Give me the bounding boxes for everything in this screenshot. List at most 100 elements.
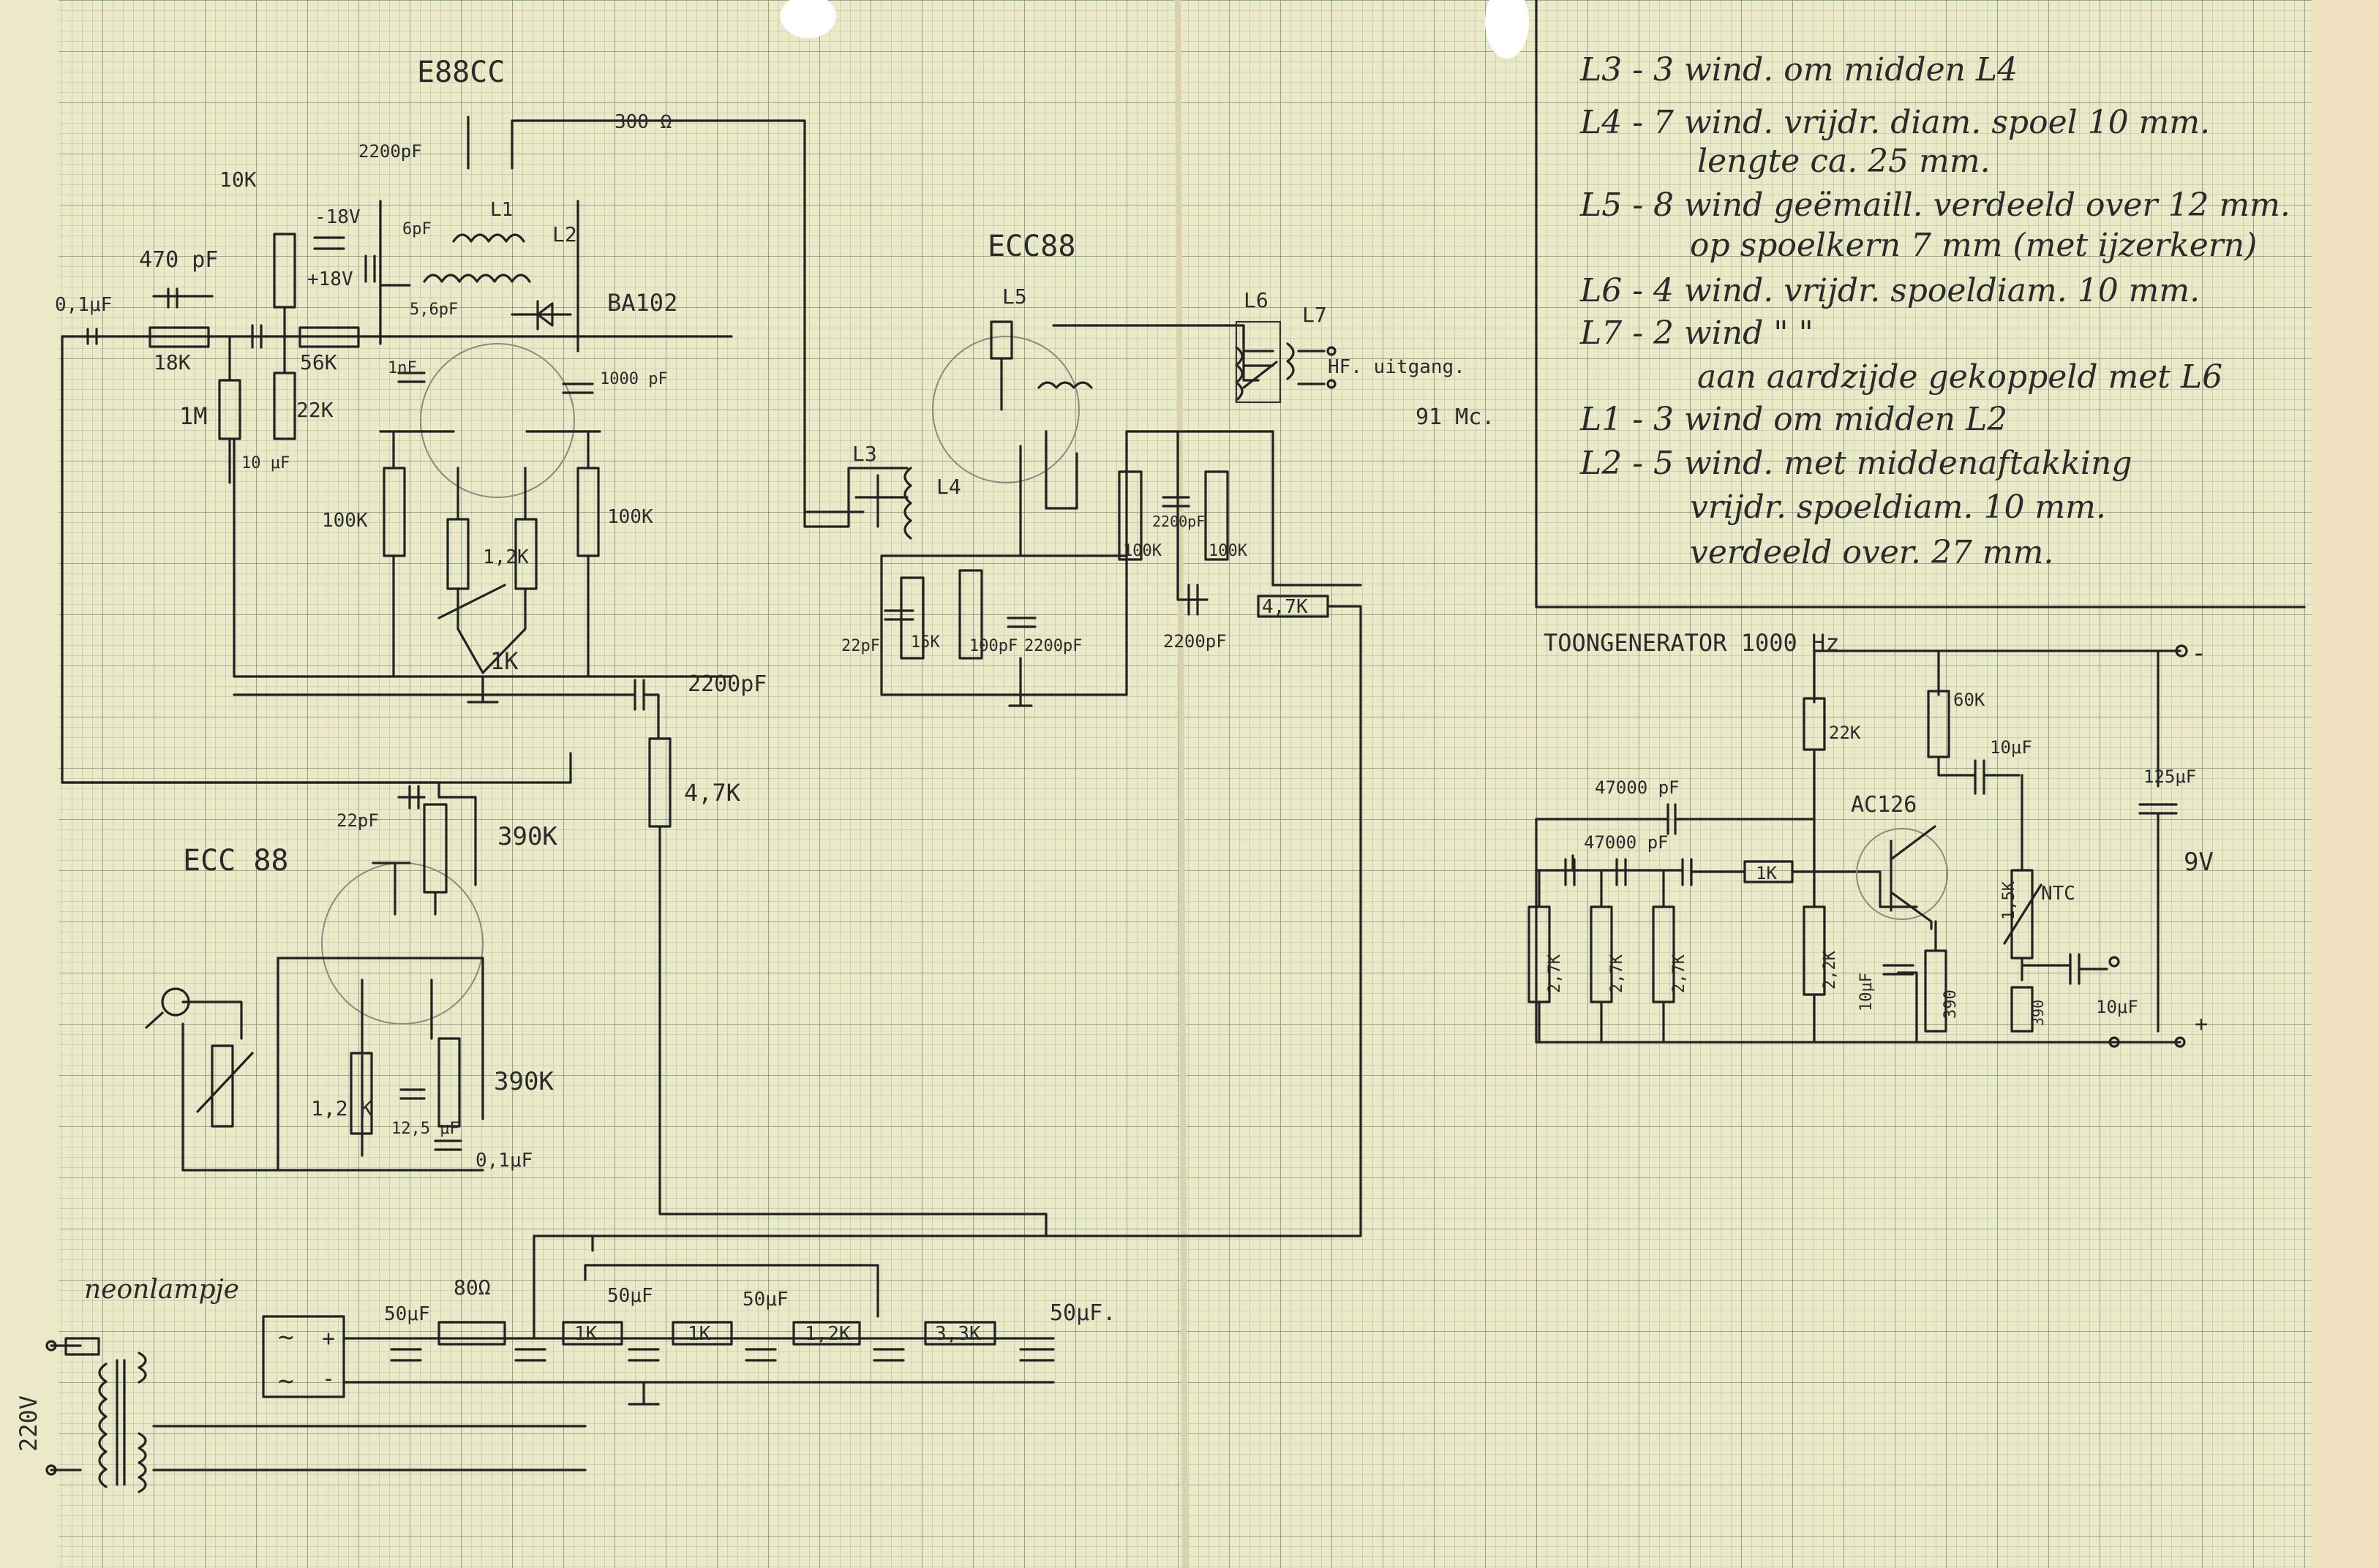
label-r100k-a: 100K bbox=[322, 510, 368, 532]
label-tg-c125uf: 125μF bbox=[2143, 766, 2196, 787]
label-tg-r390: 390 bbox=[1942, 990, 1960, 1019]
label-tg-r1k: 1K bbox=[1756, 863, 1777, 883]
label-c10uf: 10 μF bbox=[241, 454, 290, 472]
ecc88-upper-stage bbox=[803, 320, 1362, 1237]
e88cc-tube-outline bbox=[420, 343, 575, 498]
label-tg-ntc: NTC bbox=[2041, 883, 2075, 905]
label-r80: 80Ω bbox=[454, 1275, 491, 1300]
punch-hole-left bbox=[781, 0, 836, 38]
label-ba102: BA102 bbox=[607, 289, 677, 317]
label-tg-c10uf-a: 10μF bbox=[1990, 737, 2032, 758]
coil-note: L2 - 5 wind. met middenaftakking bbox=[1579, 445, 2132, 482]
label-tg-transistor: AC126 bbox=[1851, 792, 1917, 818]
label-r12k-b: 1,2 K bbox=[311, 1096, 372, 1120]
coil-note: lengte ca. 25 mm. bbox=[1697, 143, 1991, 180]
label-c22pf-c: 22pF bbox=[337, 810, 379, 831]
coil-note: vrijdr. spoeldiam. 10 mm. bbox=[1690, 489, 2106, 526]
coil-note: L4 - 7 wind. vrijdr. diam. spoel 10 mm. bbox=[1579, 104, 2210, 141]
label-tg-battery: 9V bbox=[2184, 848, 2214, 877]
label-tg-plus: + bbox=[2195, 1011, 2208, 1037]
coil-note: L6 - 4 wind. vrijdr. spoeldiam. 10 mm. bbox=[1579, 272, 2200, 309]
power-supply: ~ ~ + - bbox=[45, 1235, 1055, 1493]
label-r100k-d: 100K bbox=[1209, 542, 1248, 560]
label-r300: 300 Ω bbox=[615, 111, 672, 133]
label-l5: L5 bbox=[1002, 284, 1027, 309]
label-hf-out: HF. uitgang. bbox=[1328, 356, 1465, 378]
label-tg-r22k-b: 2,2K bbox=[1821, 950, 1839, 990]
tube-label-ecc88: ECC88 bbox=[988, 230, 1075, 263]
label-l2: L2 bbox=[552, 222, 577, 246]
coil-note: L7 - 2 wind " " bbox=[1579, 314, 1814, 352]
coil-notes: L3 - 3 wind. om midden L4 L4 - 7 wind. v… bbox=[1535, 0, 2306, 608]
coil-note: L1 - 3 wind om midden L2 bbox=[1579, 401, 2007, 438]
label-c50uf-4: 50μF. bbox=[1050, 1300, 1116, 1326]
label-c2200pf-b: 2200pF bbox=[1024, 637, 1082, 655]
label-r22k: 22K bbox=[296, 398, 334, 422]
ecc88-tube-outline bbox=[932, 336, 1080, 483]
label-tg-r27k-b: 2,7K bbox=[1608, 954, 1626, 993]
label-r100k-b: 100K bbox=[607, 506, 653, 528]
label-tg-c47000pf-a: 47000 pF bbox=[1595, 777, 1680, 798]
label-c50uf-1: 50μF bbox=[384, 1303, 430, 1325]
tube-label-e88cc: E88CC bbox=[417, 56, 505, 89]
tone-generator: TOONGENERATOR 1000 Hz bbox=[1527, 629, 2188, 1048]
label-r1k-b: 1K bbox=[688, 1323, 711, 1345]
label-tg-c47000pf-b: 47000 pF bbox=[1584, 832, 1669, 853]
label-neon: neonlampje bbox=[84, 1275, 239, 1305]
label-v18a: -18V bbox=[315, 206, 361, 228]
coil-note: L5 - 8 wind geëmaill. verdeeld over 12 m… bbox=[1579, 186, 2290, 224]
center-fold bbox=[1175, 0, 1188, 1568]
label-r390k-a: 390K bbox=[497, 822, 557, 851]
ac126-outline bbox=[1856, 828, 1948, 920]
label-r100k-c: 100K bbox=[1123, 542, 1162, 560]
ecc88-lower-stage bbox=[61, 781, 484, 1172]
label-l4: L4 bbox=[936, 475, 961, 499]
e88cc-stage bbox=[61, 116, 865, 784]
label-c2200pf-mid: 2200pF bbox=[688, 671, 767, 697]
label-c01uf: 0,1μF bbox=[55, 294, 112, 316]
paper-edge bbox=[2312, 0, 2379, 1568]
label-l7: L7 bbox=[1302, 303, 1327, 327]
label-l1: L1 bbox=[490, 199, 513, 221]
label-r56k: 56K bbox=[300, 350, 337, 374]
label-r18k: 18K bbox=[154, 350, 191, 374]
label-pot1k: 1K bbox=[490, 647, 519, 675]
label-c1000pf: 1000 pF bbox=[600, 370, 668, 388]
label-c2200pf-c: 2200pF bbox=[1152, 513, 1205, 530]
label-l3: L3 bbox=[852, 442, 877, 466]
label-tg-r22k: 22K bbox=[1829, 723, 1861, 743]
label-tg-r27k-a: 2,7K bbox=[1546, 954, 1564, 993]
tube-label-ecc88-lower: ECC 88 bbox=[183, 844, 289, 878]
label-tg-r15k: 1,5K bbox=[2000, 881, 2018, 920]
label-v18b: +18V bbox=[307, 268, 353, 290]
label-r47k-mid: 4,7K bbox=[684, 779, 741, 807]
label-tg-c10uf-c: 10μF bbox=[2096, 997, 2138, 1017]
label-r47k-b: 4,7K bbox=[1262, 596, 1308, 618]
coil-note: L3 - 3 wind. om midden L4 bbox=[1579, 51, 2018, 88]
label-r1m: 1M bbox=[179, 402, 208, 430]
svg-text:~: ~ bbox=[278, 1366, 294, 1396]
label-c6pf: 6pF bbox=[402, 220, 432, 238]
label-tg-r27k-c: 2,7K bbox=[1670, 954, 1688, 993]
label-c125uf: 12,5 μF bbox=[391, 1120, 459, 1138]
label-c22pf: 22pF bbox=[841, 637, 880, 655]
label-r1k-a: 1K bbox=[574, 1323, 598, 1345]
label-r15k: 15K bbox=[911, 633, 940, 652]
coil-note: aan aardzijde gekoppeld met L6 bbox=[1697, 358, 2222, 396]
label-tg-minus: - bbox=[2191, 638, 2207, 668]
label-l6: L6 bbox=[1244, 288, 1269, 312]
punch-hole-right bbox=[1485, 0, 1529, 59]
label-mains: 220V bbox=[15, 1395, 42, 1452]
label-r12k: 1,2K bbox=[483, 546, 529, 568]
label-c1nf: 1nF bbox=[388, 359, 417, 377]
label-c56pf: 5,6pF bbox=[410, 301, 458, 319]
label-c470pf: 470 pF bbox=[139, 247, 218, 273]
label-r12k-c: 1,2K bbox=[805, 1323, 851, 1345]
coil-note: op spoelkern 7 mm (met ijzerkern) bbox=[1690, 227, 2257, 264]
svg-text:-: - bbox=[322, 1366, 335, 1392]
label-r33k: 3,3K bbox=[935, 1323, 981, 1345]
component-labels: E88CC ECC88 ECC 88 300 Ω 2200pF 10K -18V… bbox=[15, 56, 2214, 1452]
label-tg-r390-b: 390 bbox=[2029, 1000, 2047, 1026]
label-tg-r60k: 60K bbox=[1953, 690, 1985, 710]
